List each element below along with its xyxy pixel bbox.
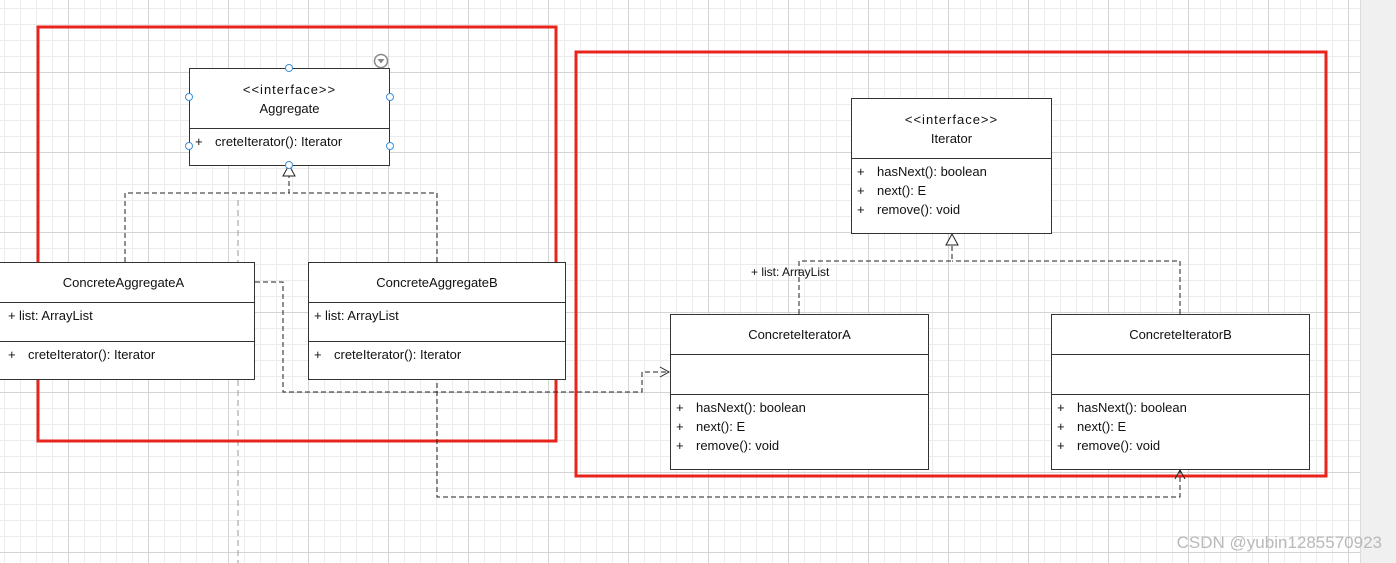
- dependency-aggregate-a-to-iterator-a: [255, 281, 668, 393]
- operation-row: +creteIterator(): Iterator: [8, 347, 156, 362]
- class-iterator[interactable]: <<interface>> Iterator +hasNext(): boole…: [851, 98, 1052, 234]
- operations-section: +creteIterator(): Iterator: [309, 342, 565, 364]
- operation-row: +next(): E: [857, 183, 927, 198]
- realization-aggregate-b: [289, 192, 438, 262]
- operation-row: +hasNext(): boolean: [1057, 400, 1187, 415]
- realization-iterator-b: [952, 260, 1181, 314]
- class-header: <<interface>> Iterator: [852, 99, 1051, 159]
- realization-arrowhead-iterator: [945, 232, 959, 246]
- class-name: Aggregate: [259, 100, 320, 116]
- realization-iterator-a: [798, 245, 953, 314]
- class-concrete-iterator-b[interactable]: ConcreteIteratorB +hasNext(): boolean +n…: [1051, 314, 1310, 470]
- class-concrete-aggregate-b[interactable]: ConcreteAggregateB +list: ArrayList +cre…: [308, 262, 566, 380]
- dependency-aggregate-b-to-iterator-b: [436, 383, 1181, 498]
- attributes-section: [1052, 355, 1309, 395]
- attribute-row: +list: ArrayList: [8, 308, 93, 323]
- watermark: CSDN @yubin1285570923: [1176, 533, 1382, 552]
- attributes-section: +list: ArrayList: [0, 303, 254, 342]
- class-name: ConcreteAggregateB: [376, 275, 498, 290]
- class-header: ConcreteIteratorA: [671, 315, 928, 355]
- operations-section: +creteIterator(): Iterator: [190, 129, 389, 151]
- realization-arrowhead-aggregate: [282, 163, 296, 177]
- class-header: <<interface>> Aggregate: [190, 69, 389, 129]
- stereotype-label: <<interface>>: [904, 111, 999, 127]
- realization-aggregate-a: [124, 176, 290, 262]
- attribute-row: +list: ArrayList: [314, 308, 399, 323]
- operation-row: +next(): E: [676, 419, 746, 434]
- stereotype-label: <<interface>>: [242, 81, 337, 97]
- operation-row: +hasNext(): boolean: [676, 400, 806, 415]
- operation-row: +creteIterator(): Iterator: [314, 347, 462, 362]
- edge-label-iterator-realization: + list: ArrayList: [751, 265, 830, 279]
- operation-row: +remove(): void: [857, 202, 961, 217]
- class-header: ConcreteAggregateA: [0, 263, 254, 303]
- class-header: ConcreteIteratorB: [1052, 315, 1309, 355]
- operations-section: +hasNext(): boolean +next(): E +remove()…: [1052, 395, 1309, 455]
- operations-section: +creteIterator(): Iterator: [0, 342, 254, 364]
- operation-row: +remove(): void: [1057, 438, 1161, 453]
- class-name: ConcreteIteratorA: [748, 327, 851, 342]
- class-concrete-aggregate-a[interactable]: ConcreteAggregateA +list: ArrayList +cre…: [0, 262, 255, 380]
- operation-row: +hasNext(): boolean: [857, 164, 987, 179]
- dependency-arrowhead-iterator-b: [1174, 468, 1186, 480]
- class-header: ConcreteAggregateB: [309, 263, 565, 303]
- highlight-box-iterator-group: [574, 50, 1328, 478]
- operation-row: +creteIterator(): Iterator: [195, 134, 343, 149]
- operations-section: +hasNext(): boolean +next(): E +remove()…: [671, 395, 928, 455]
- class-name: ConcreteIteratorB: [1129, 327, 1232, 342]
- class-name: ConcreteAggregateA: [62, 275, 185, 290]
- attributes-section: +list: ArrayList: [309, 303, 565, 342]
- operations-section: +hasNext(): boolean +next(): E +remove()…: [852, 159, 1051, 219]
- operation-row: +remove(): void: [676, 438, 780, 453]
- class-name: Iterator: [930, 130, 973, 146]
- class-concrete-iterator-a[interactable]: ConcreteIteratorA +hasNext(): boolean +n…: [670, 314, 929, 470]
- highlight-box-aggregate-group: [36, 25, 558, 443]
- class-aggregate[interactable]: <<interface>> Aggregate +creteIterator()…: [189, 68, 390, 166]
- dependency-arrowhead-iterator-a: [659, 366, 671, 378]
- vertical-scrollbar[interactable]: [1360, 0, 1396, 563]
- operation-row: +next(): E: [1057, 419, 1127, 434]
- attributes-section: [671, 355, 928, 395]
